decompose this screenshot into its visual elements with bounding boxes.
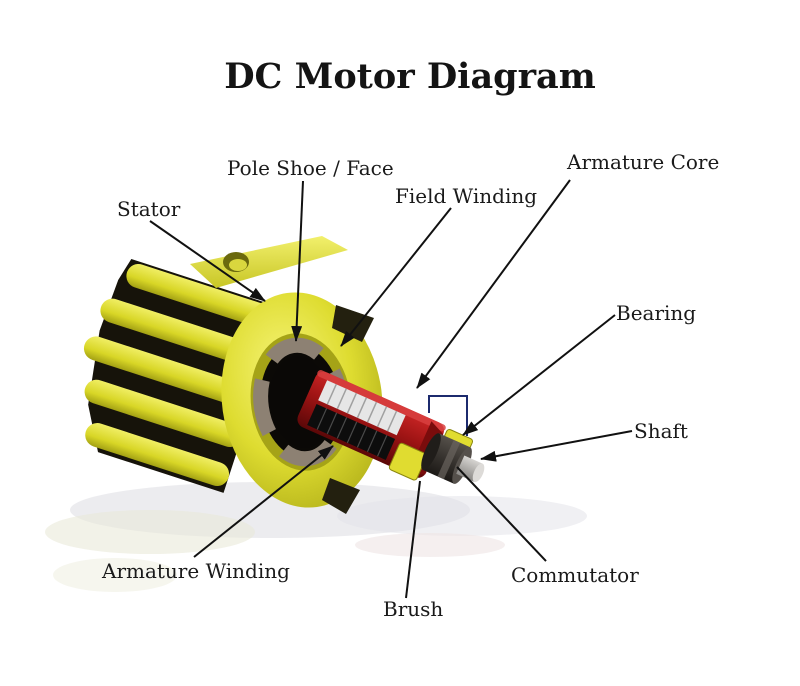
shaft-leader-line (480, 430, 633, 462)
armature-assembly (297, 370, 485, 484)
cooling-fin (84, 379, 242, 448)
field-winding-label: Field Winding (395, 184, 537, 208)
cooling-fin (85, 423, 230, 486)
armature-core-leader-line (416, 179, 571, 389)
shadow-right (337, 496, 587, 536)
floor-shadow (45, 482, 587, 592)
housing-top-ridge (317, 370, 446, 432)
bearing-label: Bearing (616, 301, 696, 325)
part-labels: Stator Pole Shoe / Face Field Winding Ar… (101, 150, 719, 621)
lug-plate (190, 236, 348, 288)
field-winding-leader-line (340, 207, 452, 347)
pole-shoe-label: Pole Shoe / Face (227, 156, 394, 180)
leader-lines (149, 179, 633, 599)
armature-core-label: Armature Core (566, 150, 719, 174)
stator-leader-line (149, 220, 266, 302)
cooling-fin (100, 298, 268, 370)
commutator-leader-line (456, 466, 547, 562)
armature-winding-slots (307, 403, 396, 460)
ring-notch-bottom (322, 478, 360, 514)
slot-lines (316, 408, 388, 457)
shaft-label: Shaft (634, 419, 688, 443)
pole-shoe-leader-line (291, 180, 304, 342)
commutator-left-cap (421, 433, 441, 471)
brush-label: Brush (383, 597, 443, 621)
brush-leader-line (405, 480, 421, 599)
cooling-fin (126, 263, 280, 331)
bearing-leader-line (462, 314, 616, 436)
shadow-fin-reflection (45, 510, 255, 554)
page-title: DC Motor Diagram (224, 56, 596, 97)
lamination-lines (326, 383, 398, 432)
stator-label: Stator (117, 197, 181, 221)
armature-winding-label: Armature Winding (101, 559, 290, 583)
reflection-blob (53, 558, 177, 592)
winding-band (307, 403, 396, 460)
armature-winding-leader-line (193, 445, 334, 558)
commutator-segment-highlight (437, 439, 461, 480)
commutator-label: Commutator (511, 563, 639, 587)
cooling-fin (83, 336, 255, 409)
lug-hole-highlight (229, 259, 247, 271)
shaft-end-cap (472, 463, 485, 483)
armature-core-laminations (318, 380, 406, 436)
mounting-lug (190, 236, 348, 288)
lead-wire (428, 395, 468, 436)
shaft-rod (456, 455, 485, 483)
reflection-red (355, 533, 505, 557)
